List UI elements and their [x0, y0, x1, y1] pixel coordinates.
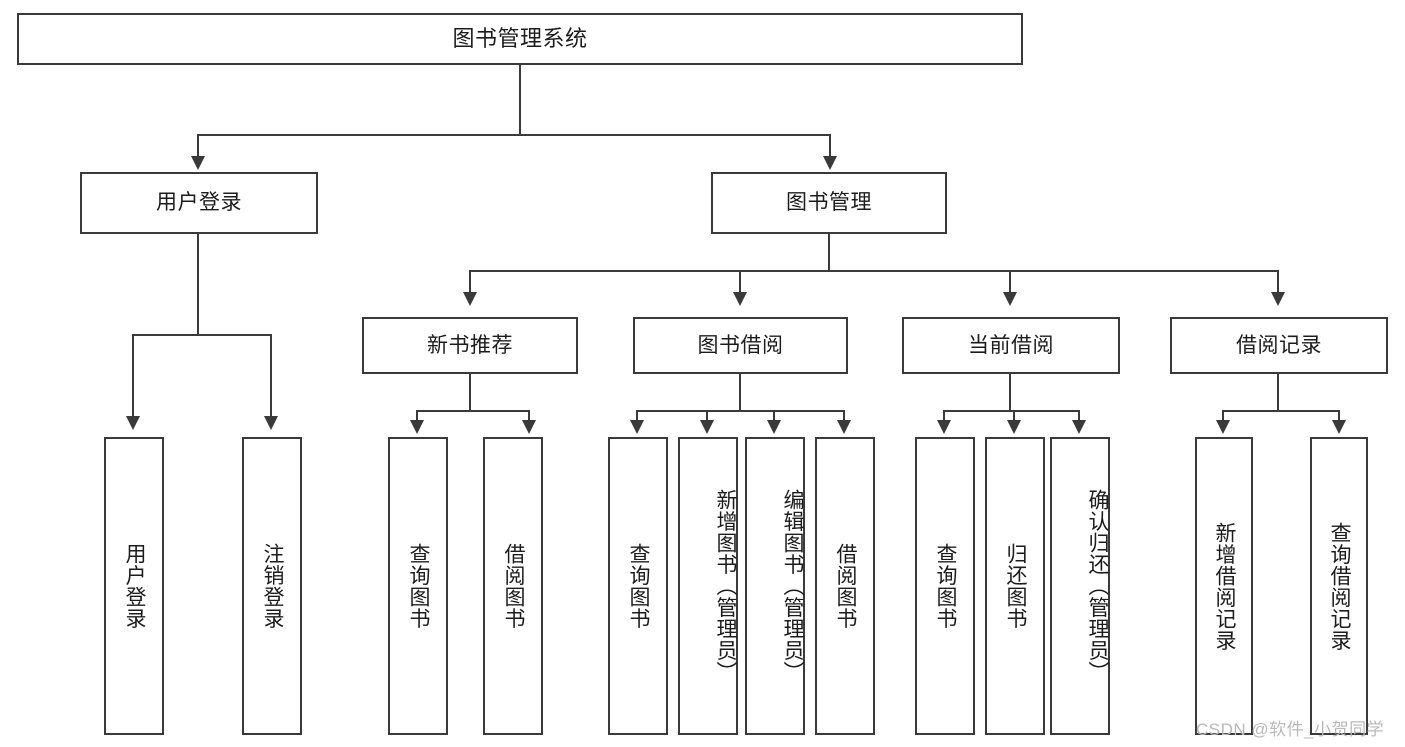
leaf-edit-book-label: 编辑图书（管理员） — [781, 489, 804, 683]
leaf-user-login-label: 用户登录 — [123, 543, 147, 629]
edge-bb-c3 — [773, 410, 775, 422]
edge-nbr-right — [528, 410, 530, 422]
arrow-to-leaf-add-book — [700, 420, 714, 434]
node-book-manage[interactable]: 图书管理 — [711, 172, 947, 234]
edge-root-to-book-manage — [829, 134, 831, 158]
leaf-borrow-book-1-label: 借阅图书 — [502, 543, 526, 629]
node-root-system[interactable]: 图书管理系统 — [17, 13, 1023, 65]
node-book-borrow[interactable]: 图书借阅 — [633, 317, 848, 374]
edge-book-manage-stem — [828, 234, 830, 271]
arrow-to-borrow-record — [1271, 292, 1285, 306]
edge-cb-stem — [1009, 374, 1011, 411]
edge-bm-to-current-borrow — [1009, 270, 1011, 294]
leaf-user-login[interactable]: 用户登录 — [104, 437, 164, 735]
edge-user-login-stem — [197, 234, 199, 335]
edge-bb-stem — [739, 374, 741, 411]
leaf-query-record[interactable]: 查询借阅记录 — [1310, 437, 1368, 735]
leaf-confirm-return[interactable]: 确认归还（管理员） — [1050, 437, 1110, 735]
edge-cb-c1 — [943, 410, 945, 422]
edge-bm-to-new-book — [469, 270, 471, 294]
leaf-logout[interactable]: 注销登录 — [242, 437, 302, 735]
node-user-login[interactable]: 用户登录 — [80, 172, 318, 234]
arrow-to-leaf-return-book — [1007, 420, 1021, 434]
arrow-to-leaf-edit-book — [767, 420, 781, 434]
arrow-to-book-borrow — [733, 292, 747, 306]
leaf-query-record-label: 查询借阅记录 — [1328, 521, 1352, 651]
arrow-to-leaf-borrow-book-2 — [837, 420, 851, 434]
edge-bb-c4 — [843, 410, 845, 422]
leaf-borrow-book-2-label: 借阅图书 — [834, 543, 858, 629]
leaf-add-book[interactable]: 新增图书（管理员） — [678, 437, 738, 735]
leaf-query-book-2[interactable]: 查询图书 — [608, 437, 668, 735]
arrow-to-leaf-borrow-book-1 — [522, 420, 536, 434]
edge-cb-bar — [943, 410, 1080, 412]
edge-root-to-user-login — [197, 134, 199, 158]
arrow-to-leaf-add-record — [1216, 420, 1230, 434]
csdn-watermark: CSDN @软件_小贺同学 — [1196, 720, 1385, 739]
edge-br-left — [1222, 410, 1224, 422]
arrow-to-leaf-user-login — [126, 416, 140, 430]
leaf-query-book-3-label: 查询图书 — [934, 543, 958, 629]
edge-root-bar — [197, 134, 831, 136]
leaf-query-book-2-label: 查询图书 — [627, 543, 651, 629]
edge-br-stem — [1277, 374, 1279, 411]
arrow-to-leaf-query-book-1 — [410, 420, 424, 434]
leaf-query-book-1[interactable]: 查询图书 — [388, 437, 448, 735]
leaf-add-book-label: 新增图书（管理员） — [714, 489, 737, 683]
arrow-to-leaf-logout — [264, 416, 278, 430]
arrow-to-leaf-query-book-2 — [630, 420, 644, 434]
arrow-to-book-manage — [823, 156, 837, 170]
edge-br-bar — [1222, 410, 1340, 412]
edge-nbr-left — [416, 410, 418, 422]
edge-bb-c2 — [706, 410, 708, 422]
edge-user-login-left — [132, 334, 134, 418]
arrow-to-new-book-rec — [463, 292, 477, 306]
arrow-to-user-login — [191, 156, 205, 170]
edge-cb-c3 — [1078, 410, 1080, 422]
arrow-to-current-borrow — [1003, 292, 1017, 306]
arrow-to-leaf-query-book-3 — [937, 420, 951, 434]
edge-nbr-bar — [416, 410, 530, 412]
leaf-return-book-label: 归还图书 — [1004, 543, 1028, 629]
node-current-borrow[interactable]: 当前借阅 — [902, 317, 1120, 374]
leaf-confirm-return-label: 确认归还（管理员） — [1086, 489, 1109, 683]
node-new-book-recommend[interactable]: 新书推荐 — [362, 317, 578, 374]
edge-bm-to-borrow-record — [1277, 270, 1279, 294]
leaf-add-record[interactable]: 新增借阅记录 — [1195, 437, 1253, 735]
edge-br-right — [1338, 410, 1340, 422]
edge-bm-to-book-borrow — [739, 270, 741, 294]
leaf-add-record-label: 新增借阅记录 — [1213, 521, 1237, 651]
edge-nbr-stem — [469, 374, 471, 411]
arrow-to-leaf-query-record — [1332, 420, 1346, 434]
leaf-return-book[interactable]: 归还图书 — [985, 437, 1045, 735]
leaf-query-book-1-label: 查询图书 — [407, 543, 431, 629]
leaf-borrow-book-2[interactable]: 借阅图书 — [815, 437, 875, 735]
edge-bb-c1 — [636, 410, 638, 422]
leaf-query-book-3[interactable]: 查询图书 — [915, 437, 975, 735]
edge-book-manage-bar — [469, 270, 1279, 272]
edge-cb-c2 — [1013, 410, 1015, 422]
edge-user-login-bar — [132, 334, 271, 336]
leaf-borrow-book-1[interactable]: 借阅图书 — [483, 437, 543, 735]
leaf-edit-book[interactable]: 编辑图书（管理员） — [745, 437, 805, 735]
node-borrow-record[interactable]: 借阅记录 — [1170, 317, 1388, 374]
edge-root-stem — [519, 65, 521, 135]
leaf-logout-label: 注销登录 — [261, 543, 285, 629]
arrow-to-leaf-confirm-return — [1072, 420, 1086, 434]
edge-bb-bar — [636, 410, 845, 412]
edge-user-login-right — [270, 334, 272, 418]
